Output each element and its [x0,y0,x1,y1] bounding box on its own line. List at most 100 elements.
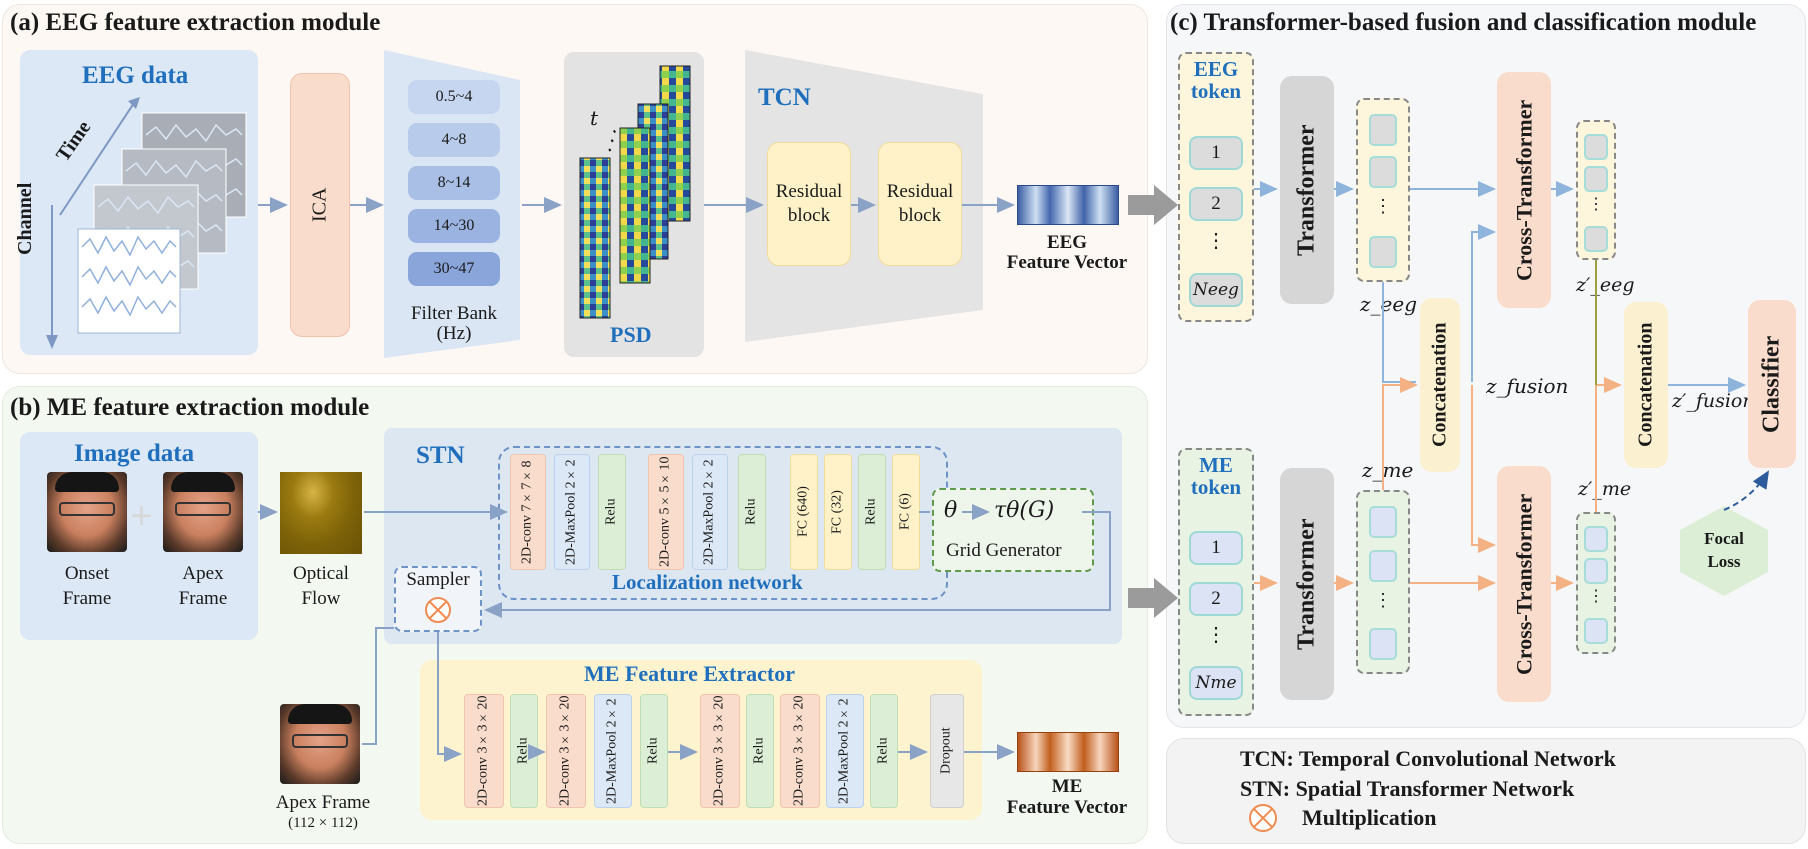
loc-layer-3-label: Relu [603,498,619,526]
z-me-prime-cell-3 [1584,618,1608,644]
me-token-ellipsis: ⋮ [1206,624,1226,646]
ext-layer-1-label: 2D-conv 3×3×20 [475,695,491,807]
filter-bank-unit: (Hz) [436,323,472,344]
ext-layer-8 [780,694,820,808]
eeg-signal-stack [46,97,247,349]
panel-b-title: (b) ME feature extraction module [10,394,370,421]
z-eeg-prime-ellipsis: ⋮ [1588,196,1604,213]
panel-c-title: (c) Transformer-based fusion and classif… [1170,9,1757,36]
ext-layer-4 [594,694,632,808]
me-token-label: ME token [1190,453,1242,500]
z-fusion-label: z_fusion [1486,374,1569,398]
ext-layer-11 [930,694,964,808]
ica-label: ICA [308,187,331,223]
ext-layer-9-label: 2D-MaxPool 2×2 [836,698,852,804]
me-token-2: 2 [1189,582,1243,616]
eeg-feature-vector-label-2: Feature Vector [1006,252,1128,273]
z-eeg-prime-cell-2 [1584,166,1608,192]
z-me-cell-1 [1369,506,1397,538]
z-eeg-cell-1 [1369,114,1397,146]
eeg-transformer-label: Transformer [1293,124,1320,256]
tau-label: τθ(G) [994,498,1055,523]
z-me-prime-cell-1 [1584,526,1608,552]
filter-band-2: 4~8 [408,123,500,157]
apex-frame-size-label: (112 × 112) [288,815,358,831]
loc-layer-2-label: 2D-MaxPool 2×2 [563,459,579,565]
sampler-label: Sampler [406,569,470,590]
concatenation-label-2: Concatenation [1634,322,1657,448]
z-me-prime-cell-2 [1584,558,1608,584]
z-eeg-prime-cell-3 [1584,226,1608,252]
plus-icon: + [130,493,153,538]
psd-t-label: t [590,106,599,130]
eeg-data-label: EEG data [82,62,189,89]
eeg-token-label: EEG token [1190,57,1242,104]
z-me-label: z_me [1362,458,1414,482]
me-extractor-label: ME Feature Extractor [584,661,795,686]
classifier-block [1748,300,1796,468]
localization-network-label: Localization network [612,570,803,594]
ext-layer-8-label: 2D-conv 3×3×20 [791,695,807,807]
residual-block-1-label: Residual block [775,181,843,226]
panel-c [1166,4,1806,728]
z-eeg-cell-3 [1369,236,1397,268]
z-eeg-ellipsis: ⋮ [1374,196,1392,216]
me-transformer [1280,468,1334,700]
me-feature-vector-label-2: Feature Vector [1006,797,1128,818]
legend-stn: STN: Spatial Transformer Network [1240,776,1575,801]
residual-block-1 [767,142,851,266]
me-feature-vector-label-1: ME [1051,776,1083,797]
me-token-n: Nme [1189,666,1243,700]
legend-multiplication-icon [1249,804,1277,832]
ext-layer-3-label: 2D-conv 3×3×20 [557,695,573,807]
z-me-cell-2 [1369,550,1397,582]
concatenation-label-1: Concatenation [1428,322,1451,448]
eeg-to-fusion-arrow [1128,185,1178,225]
loc-layer-7-label: FC (640) [795,486,811,538]
eeg-feature-vector-label-1: EEG [1046,232,1088,253]
onset-frame-label: Onset Frame [62,563,112,609]
channel-axis-label: Channel [14,182,36,255]
ext-layer-10 [870,694,898,808]
grid-generator-label: Grid Generator [946,540,1062,561]
filter-band-5: 30~47 [408,252,500,286]
legend-tcn: TCN: Temporal Convolutional Network [1240,746,1616,771]
filter-band-3: 8~14 [408,166,500,200]
ext-layer-11-label: Dropout [938,727,954,775]
tcn-shape [745,50,983,342]
cross-transformer-me-label: Cross-Transformer [1511,493,1537,675]
loc-layer-1-label: 2D-conv 7×7×8 [519,460,535,564]
loc-layer-9-label: Relu [863,498,879,526]
residual-block-2 [878,142,962,266]
ext-layer-7 [746,694,774,808]
focal-loss-label: Focal Loss [1704,529,1744,571]
legend-multiplication: Multiplication [1302,805,1437,830]
cross-transformer-eeg [1497,72,1551,308]
cross-transformer-me [1497,466,1551,702]
me-feature-vector [1017,732,1119,772]
stn-label: STN [416,442,465,469]
psd-heatmaps [579,65,691,319]
ext-layer-3 [546,694,586,808]
ica-block [290,73,350,337]
ext-layer-7-label: Relu [751,737,767,765]
ext-layer-9 [826,694,864,808]
loc-layer-4-label: 2D-conv 5×5×10 [657,456,673,568]
z-eeg-label: z_eeg [1360,292,1418,316]
me-token-1: 1 [1189,531,1243,565]
apex-frame-bottom-image [280,704,360,784]
ext-layer-2-label: Relu [515,737,531,765]
apex-frame-image [163,472,243,552]
loc-layer-8-label: FC (32) [829,490,845,534]
image-data-label: Image data [74,440,195,467]
z-eeg-prime-label: z′_eeg [1576,274,1635,296]
eeg-token-1: 1 [1189,136,1243,170]
z-me-cell-3 [1369,628,1397,660]
ext-layer-6 [700,694,740,808]
eeg-feature-vector [1017,185,1119,225]
z-me-ellipsis: ⋮ [1374,590,1392,610]
cross-transformer-eeg-label: Cross-Transformer [1511,99,1537,281]
eeg-token-ellipsis: ⋮ [1206,230,1226,252]
ext-layer-10-label: Relu [875,737,891,765]
eeg-sheet-front [77,228,181,334]
